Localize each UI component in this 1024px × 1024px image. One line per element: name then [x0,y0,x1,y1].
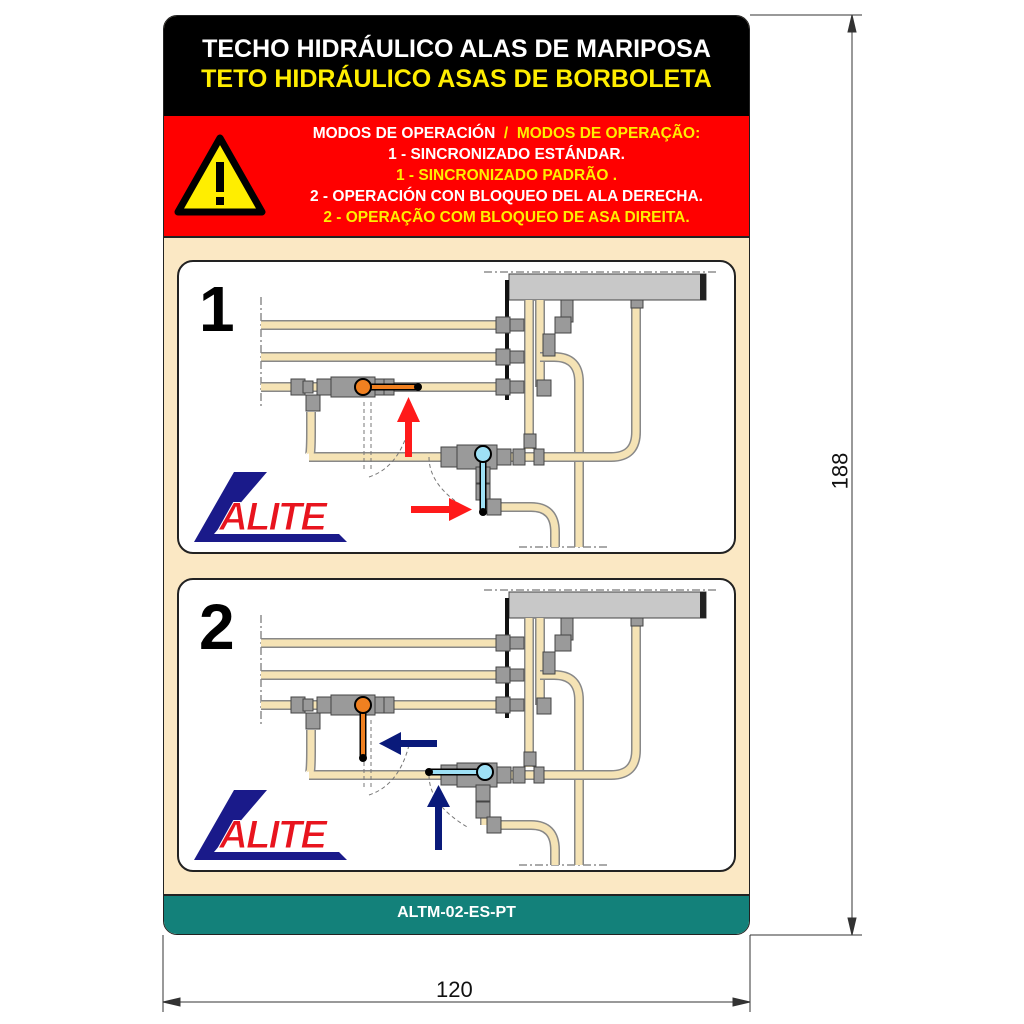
pipe-fitting [509,380,525,394]
footer-code: ALTM-02-ES-PT [164,894,749,934]
pipe-fitting [509,350,525,364]
pipe-fitting [302,698,314,712]
mode2-pt: 2 - OPERAÇÃO COM BLOQUEO DE ASA DIREITA. [323,209,690,226]
pipe-fitting [542,333,556,357]
pipe-fitting [475,801,491,819]
alite-logo: ALITE [194,472,347,542]
pipe-fitting [536,697,552,715]
title-portuguese: TETO HIDRÁULICO ASAS DE BORBOLETA [201,65,712,93]
title-header: TECHO HIDRÁULICO ALAS DE MARIPOSA TETO H… [164,16,749,116]
pipe-fitting [496,448,512,466]
pipe-fitting [523,751,537,767]
valve-handle-orange [354,378,422,396]
heading-separator: / [503,125,509,142]
pipe-fitting [554,634,572,652]
pipe-fitting [383,696,395,714]
warning-banner: MODOS DE OPERACIÓN / MODOS DE OPERAÇÃO: … [164,116,749,238]
warning-triangle-icon [174,134,266,216]
pipe-fitting [512,448,526,466]
cylinder-box [508,273,707,301]
pipe-fitting [554,316,572,334]
instruction-label: TECHO HIDRÁULICO ALAS DE MARIPOSA TETO H… [163,15,750,935]
mode2-es: 2 - OPERACIÓN CON BLOQUEO DEL ALA DERECH… [310,188,703,205]
mounting-plate [505,598,509,718]
pipe-fitting [630,299,644,309]
pipe-fitting [496,766,512,784]
valve-handle-blue [425,763,494,781]
arrow-right [411,498,472,521]
pipe-fitting [486,816,502,834]
pipe-fitting [630,617,644,627]
pipe-fitting [486,498,502,516]
svg-text:ALITE: ALITE [218,495,328,539]
hydraulic-diagram-mode-1: ALITE [194,271,719,548]
panel-number: 2 [199,591,235,663]
valve-handle-orange [354,696,372,762]
modes-heading-es: MODOS DE OPERACIÓN [312,125,496,142]
pipe-fitting [509,318,525,332]
arrow-up [397,397,420,457]
pipe-fitting [512,766,526,784]
svg-text:ALITE: ALITE [218,813,328,857]
mode-1-panel: 1 ALITE [177,260,736,554]
arrow-up [427,785,450,850]
mode1-pt: 1 - SINCRONIZADO PADRÃO . [395,167,618,184]
pipe-fitting [542,651,556,675]
alite-logo: ALITE [194,790,347,860]
pipe-fitting [305,394,321,412]
pipe-fitting [509,636,525,650]
pipe-fitting [302,380,314,394]
title-spanish: TECHO HIDRÁULICO ALAS DE MARIPOSA [202,35,711,63]
width-dimension: 120 [436,977,473,1002]
hydraulic-diagram-mode-2: ALITE [194,589,719,866]
arrow-left [379,732,437,755]
pipe-fitting [475,784,491,802]
mounting-plate [505,280,509,400]
mode-2-panel: 2 ALITE [177,578,736,872]
panel-number: 1 [199,273,235,345]
pipe-fitting [305,712,321,730]
pipe-fitting [509,698,525,712]
pipe-fitting [523,433,537,449]
pipe-fitting [533,766,545,784]
pipe-fitting [533,448,545,466]
pipe-fitting [509,668,525,682]
modes-heading-pt: MODOS DE OPERAÇÃO: [516,125,701,142]
height-dimension: 188 [827,452,853,490]
valve-handle-blue [474,445,492,516]
pipe-fitting [536,379,552,397]
mode1-es: 1 - SINCRONIZADO ESTÁNDAR. [388,146,625,163]
